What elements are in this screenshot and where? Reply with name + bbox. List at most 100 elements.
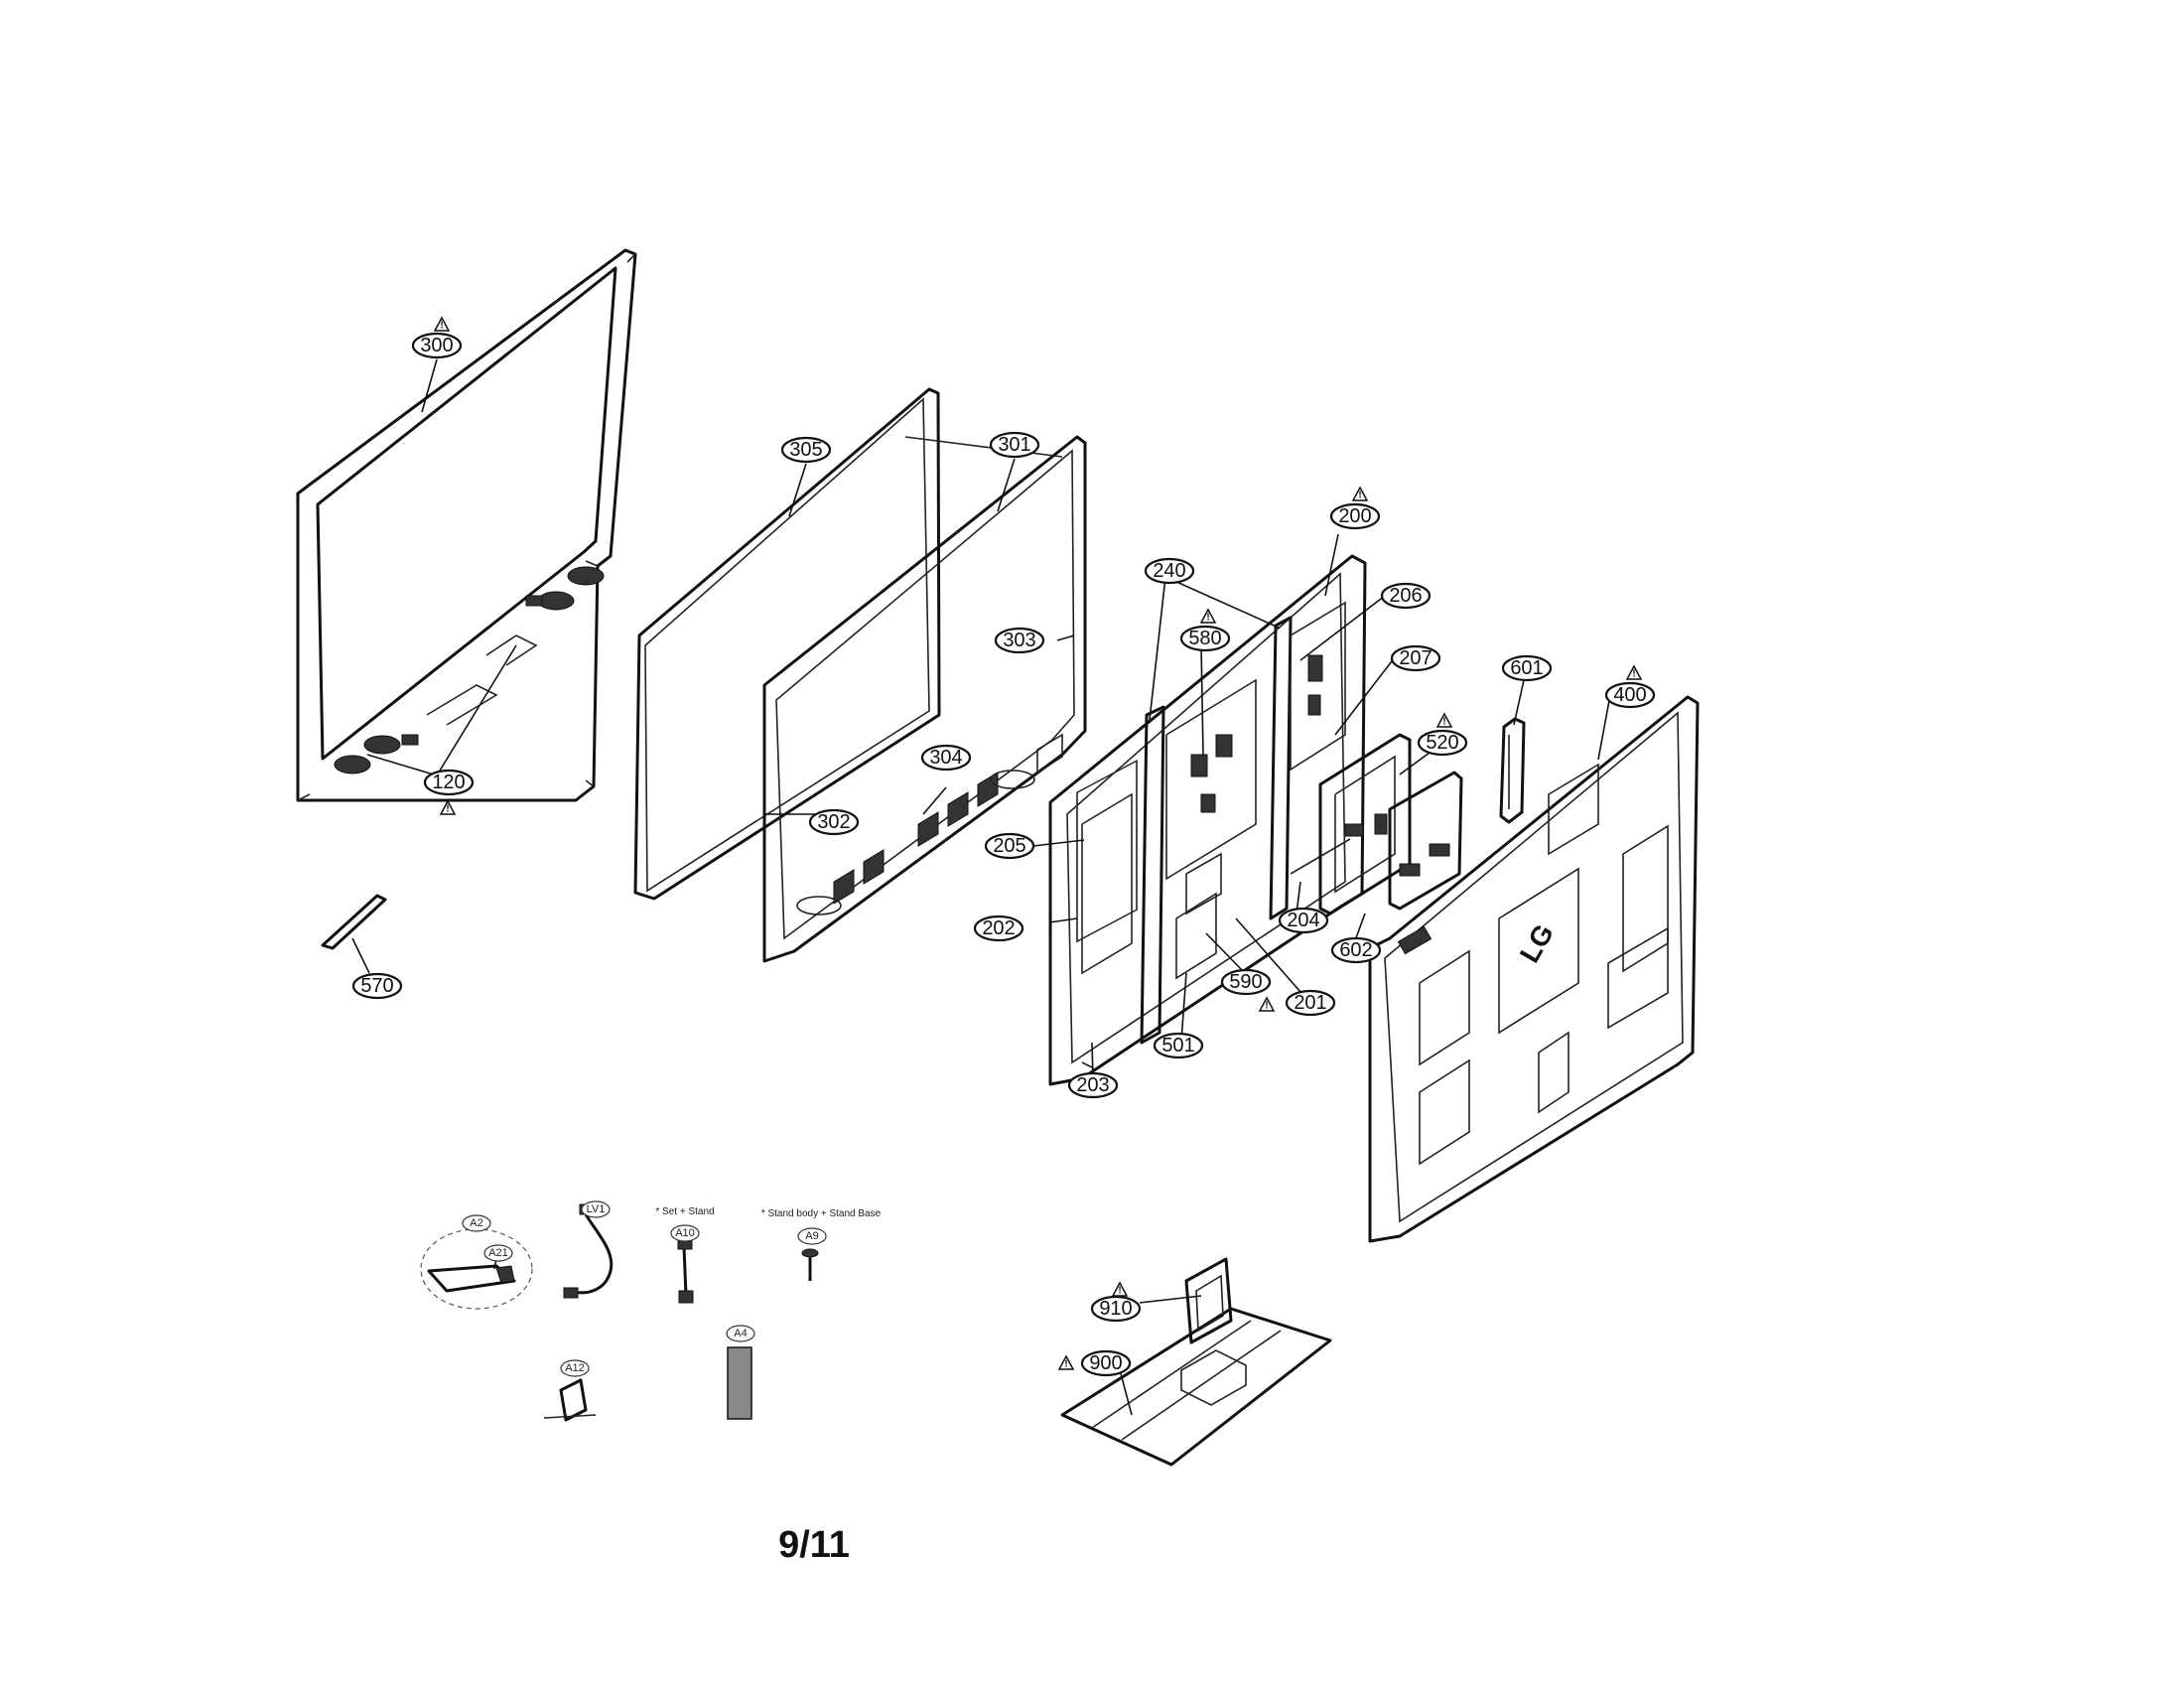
svg-text:580: 580 [1188,628,1221,649]
warning-icon-120: ! [439,799,457,815]
callout-303: 303 [994,627,1045,654]
svg-text:A21: A21 [488,1247,508,1259]
accessory-a2-remote [420,1228,533,1310]
back-cover-400: LG [1368,695,1700,1243]
svg-text:601: 601 [1510,657,1543,679]
accessory-a9-screw [801,1248,819,1281]
svg-text:201: 201 [1294,992,1326,1014]
svg-text:205: 205 [993,835,1025,857]
svg-text:910: 910 [1099,1298,1132,1320]
front-glass-305 [633,387,941,901]
accessory-label-a10: A10 [670,1224,700,1242]
callout-305: 305 [780,436,832,464]
board-602 [1388,771,1463,911]
warning-icon-590: ! [1258,996,1276,1012]
callout-601: 601 [1501,654,1553,682]
callout-201: 201 [1285,989,1336,1017]
svg-text:!: ! [1064,1359,1067,1370]
callout-400: 400 [1604,681,1656,709]
svg-text:A10: A10 [675,1227,695,1239]
svg-text:!: ! [1442,717,1445,728]
svg-text:304: 304 [929,747,962,769]
svg-text:202: 202 [982,917,1015,939]
stand-neck-910 [1184,1257,1233,1344]
svg-text:!: ! [1358,491,1361,501]
plasma-module-frame [762,435,1087,963]
svg-text:!: ! [1206,613,1209,624]
svg-text:A12: A12 [565,1362,585,1374]
callout-204: 204 [1278,907,1329,934]
page-number: 9/11 [778,1524,850,1566]
lg-logo: LG [1514,918,1560,967]
chassis-plate [1048,554,1367,1086]
warning-icon-580: ! [1199,608,1217,624]
svg-text:501: 501 [1161,1035,1194,1056]
svg-text:!: ! [1632,669,1635,680]
svg-text:570: 570 [360,975,393,997]
accessory-label-a21: A21 [483,1244,513,1262]
board-520 [1318,733,1412,915]
side-board-601 [1499,717,1526,824]
accessory-a10-screw [677,1240,694,1304]
speaker-grille-left [334,734,419,774]
warning-icon-910: ! [1111,1281,1129,1297]
svg-text:!: ! [446,804,449,815]
callout-520: 520 [1417,729,1468,757]
accessory-lv1-cable [563,1203,614,1299]
callout-910: 910 [1090,1295,1142,1323]
callout-205: 205 [984,832,1035,860]
stand-base-900 [1060,1307,1332,1467]
svg-text:302: 302 [817,811,850,833]
warning-icon-400: ! [1625,664,1643,680]
callout-301: 301 [989,431,1040,459]
callout-240: 240 [1144,557,1195,585]
accessory-a12-bracket [543,1378,597,1422]
note-stand-body: * Stand body + Stand Base [761,1208,882,1219]
svg-text:!: ! [440,321,443,332]
callout-900: 900 [1080,1349,1132,1377]
svg-text:305: 305 [789,439,822,461]
leader-lines [351,358,1611,1416]
warning-icon-200: ! [1351,486,1369,501]
warning-icon-520: ! [1435,712,1453,728]
callout-206: 206 [1380,582,1432,610]
svg-text:590: 590 [1229,971,1262,993]
svg-text:400: 400 [1613,684,1646,706]
callout-202: 202 [973,914,1024,942]
svg-text:301: 301 [998,434,1030,456]
svg-text:120: 120 [432,772,465,793]
accessory-label-a2: A2 [462,1214,491,1232]
svg-text:520: 520 [1426,732,1458,754]
callout-501: 501 [1153,1032,1204,1059]
callout-590: 590 [1220,968,1272,996]
speaker-grille-right [525,566,605,611]
accessory-label-a12: A12 [560,1359,590,1377]
svg-text:203: 203 [1076,1074,1109,1096]
svg-text:200: 200 [1338,505,1371,527]
callout-207: 207 [1390,644,1441,672]
part-570 [321,894,387,950]
callout-580: 580 [1179,625,1231,652]
svg-text:900: 900 [1089,1352,1122,1374]
front-cabinet-300 [296,248,637,802]
callout-302: 302 [808,808,860,836]
svg-text:206: 206 [1389,585,1422,607]
svg-text:207: 207 [1399,647,1432,669]
callout-304: 304 [920,744,972,772]
svg-text:204: 204 [1287,910,1319,931]
accessory-label-a9: A9 [797,1227,827,1245]
accessory-label-a4: A4 [726,1325,755,1342]
warning-icon-900: ! [1057,1354,1075,1370]
callout-203: 203 [1067,1071,1119,1099]
callout-300: 300 [411,332,463,359]
accessory-a4-pad [727,1346,752,1420]
callout-200: 200 [1329,502,1381,530]
svg-text:A2: A2 [470,1217,482,1229]
svg-text:!: ! [1265,1001,1268,1012]
callout-602: 602 [1330,936,1382,964]
callout-120: 120 [423,769,475,796]
warning-icon-300: ! [433,316,451,332]
svg-text:602: 602 [1339,939,1372,961]
svg-text:303: 303 [1003,630,1035,651]
